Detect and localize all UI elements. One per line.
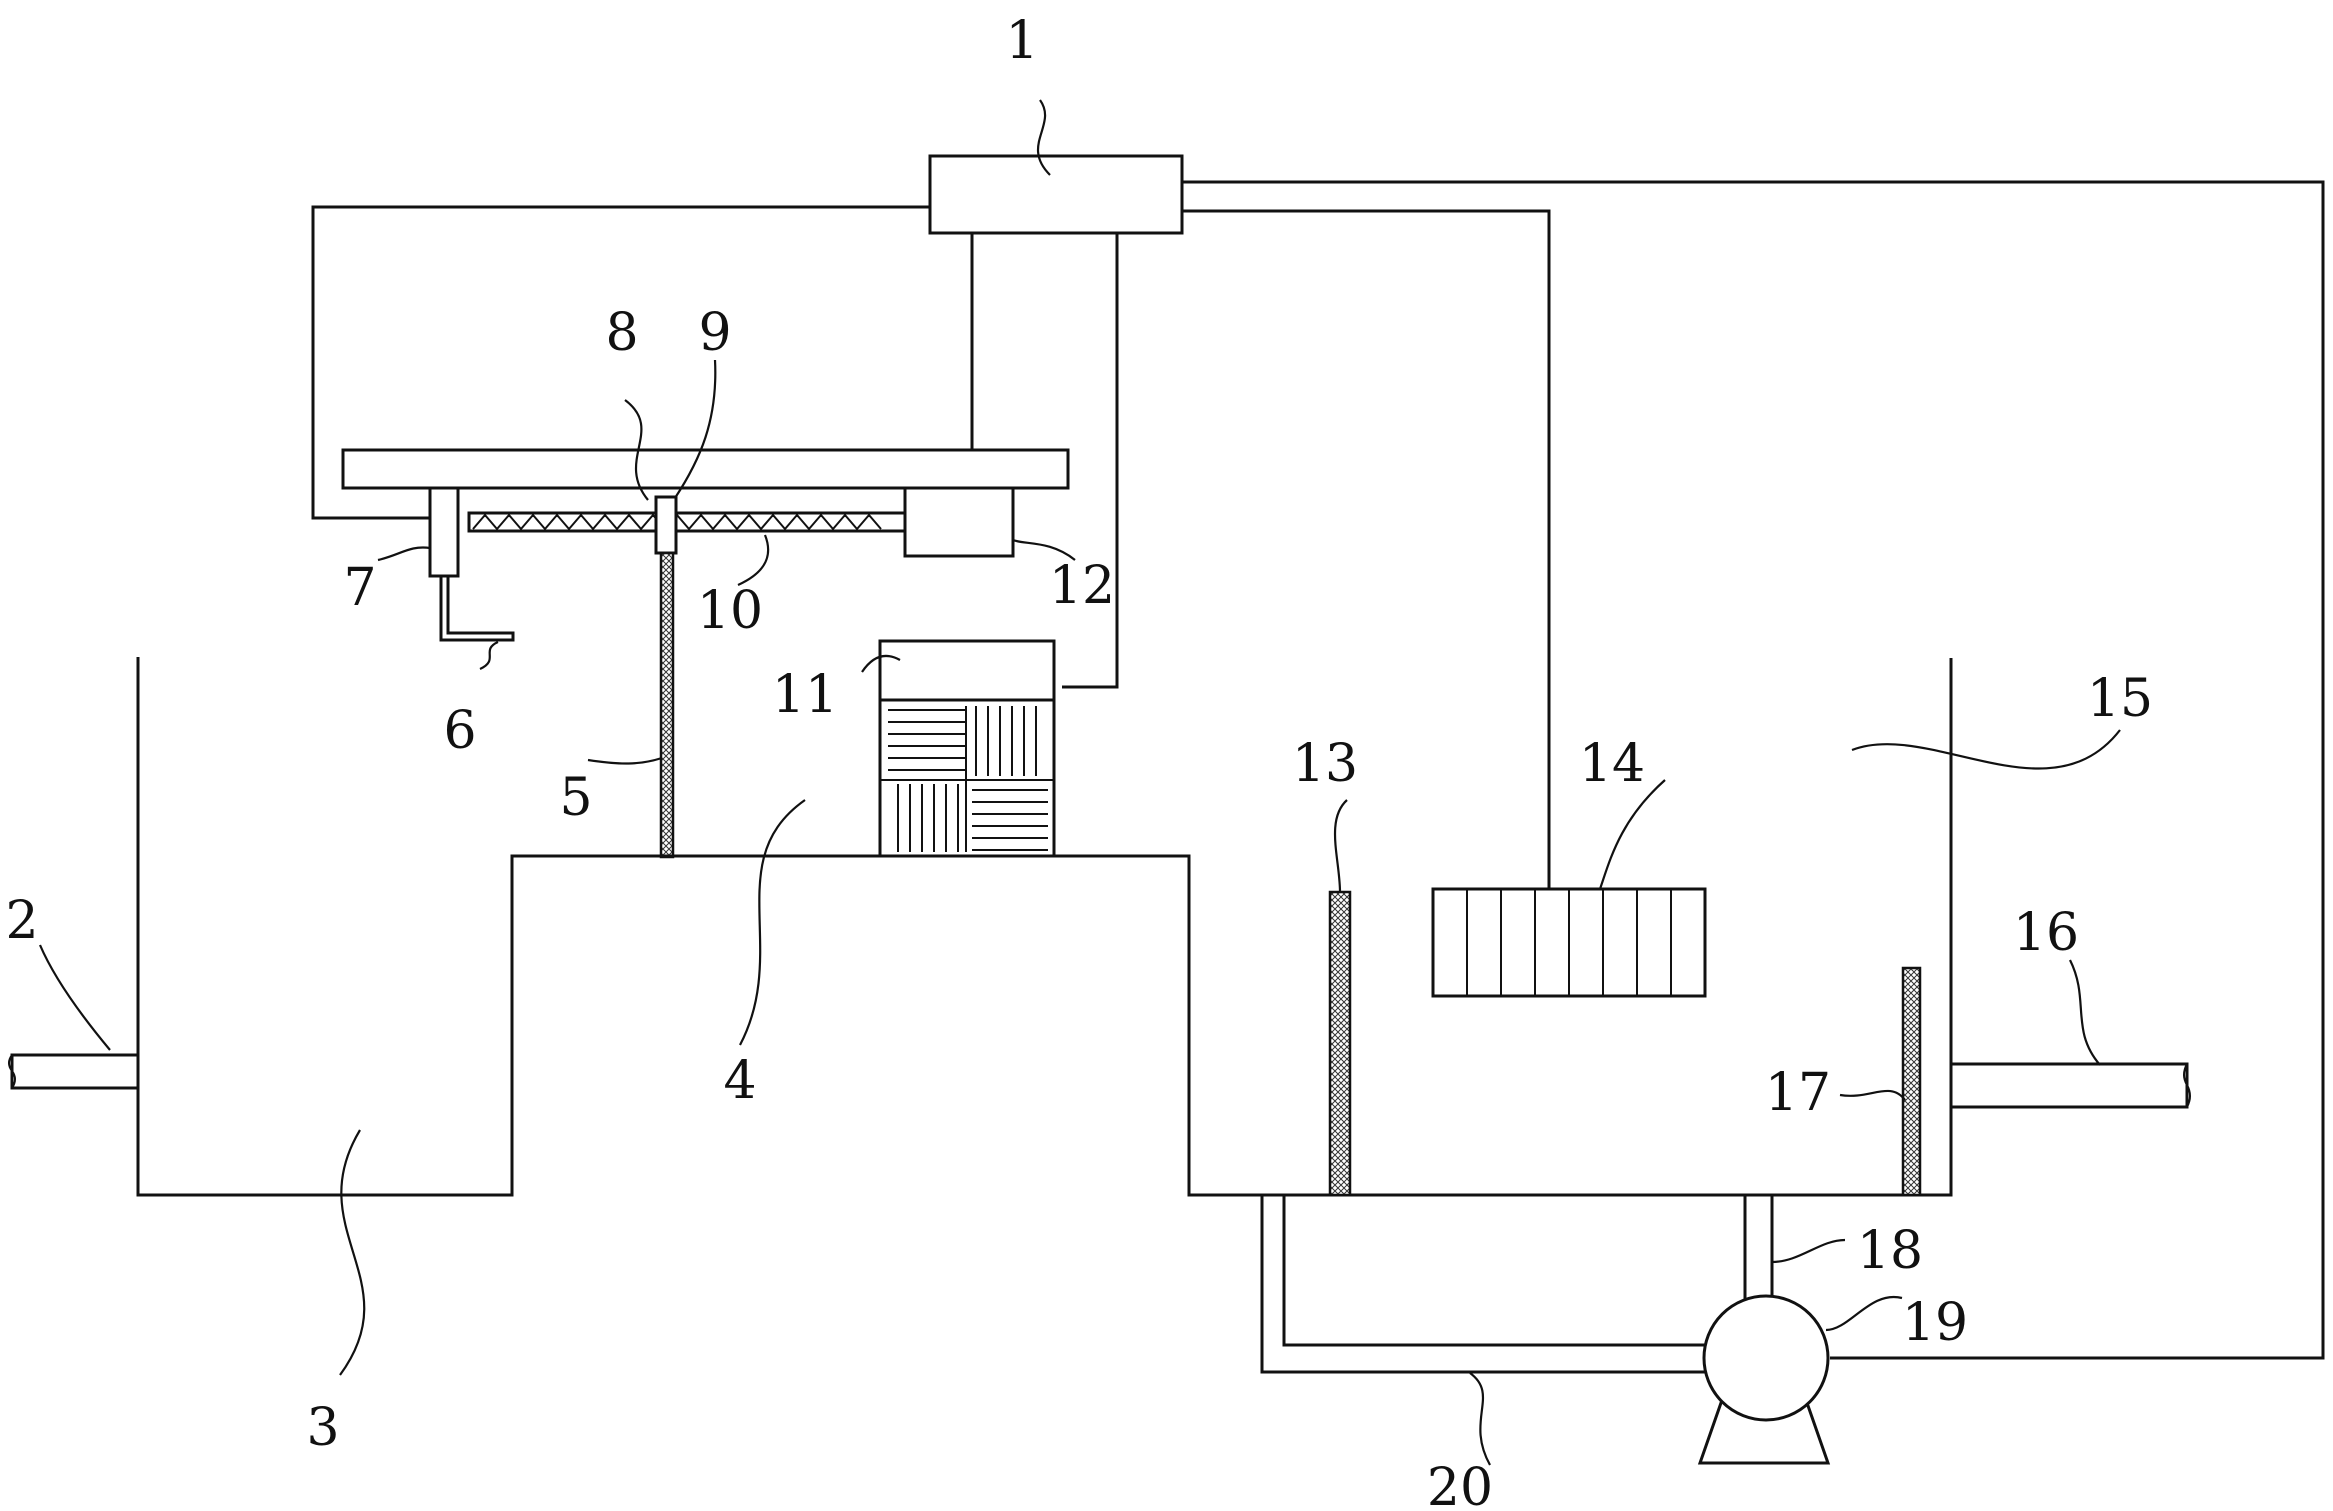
outlet-pipe-break <box>2183 1063 2191 1108</box>
label-12: 12 <box>1049 556 1115 616</box>
baffle-right <box>1901 966 1922 1197</box>
tank-body <box>8 657 2191 1197</box>
hook <box>439 576 515 642</box>
control-box <box>928 154 1184 235</box>
label-13: 13 <box>1292 734 1358 794</box>
leader-lines <box>38 99 2121 1466</box>
label-1: 1 <box>1005 11 1038 71</box>
control-box-assembly <box>311 154 2325 1360</box>
label-15: 15 <box>2087 669 2153 729</box>
label-2: 2 <box>5 891 38 951</box>
label-7: 7 <box>343 558 376 618</box>
motor-box <box>903 486 1015 558</box>
label-6: 6 <box>443 701 476 761</box>
top-rail <box>341 448 1070 490</box>
tank-outline <box>136 657 1953 1197</box>
label-3: 3 <box>306 1398 339 1458</box>
fan-box <box>878 639 1056 858</box>
label-17: 17 <box>1765 1063 1831 1123</box>
pump <box>1702 1294 1830 1422</box>
heater <box>1431 887 1707 998</box>
label-20: 20 <box>1427 1458 1493 1511</box>
outlet-pipe <box>1949 1062 2189 1109</box>
pump-circuit <box>1260 1195 1831 1465</box>
label-4: 4 <box>723 1051 756 1111</box>
label-8: 8 <box>605 303 638 363</box>
wire-to-cylinder <box>311 205 930 520</box>
return-pipe-outer <box>1260 1195 1713 1374</box>
wire-to-pump <box>1182 180 2325 1360</box>
label-14: 14 <box>1579 734 1645 794</box>
cylinder <box>428 486 460 578</box>
wire-to-fan-box <box>1062 233 1119 689</box>
label-10: 10 <box>697 581 763 641</box>
label-19: 19 <box>1902 1293 1968 1353</box>
inlet-pipe-break <box>8 1054 16 1089</box>
wire-to-heater <box>1182 209 1551 890</box>
part-labels: 1 2 3 4 5 6 7 8 9 10 11 12 13 14 15 16 1… <box>5 11 2153 1511</box>
label-11: 11 <box>772 665 838 725</box>
traverse-assembly <box>341 448 1070 859</box>
label-18: 18 <box>1857 1221 1923 1281</box>
label-9: 9 <box>698 303 731 363</box>
baffle-left <box>1328 890 1352 1197</box>
slider <box>654 495 678 555</box>
label-5: 5 <box>559 768 592 828</box>
return-pipe-inner <box>1282 1195 1713 1347</box>
label-16: 16 <box>2013 903 2079 963</box>
lifting-rod <box>659 551 675 859</box>
inlet-pipe <box>10 1053 140 1090</box>
